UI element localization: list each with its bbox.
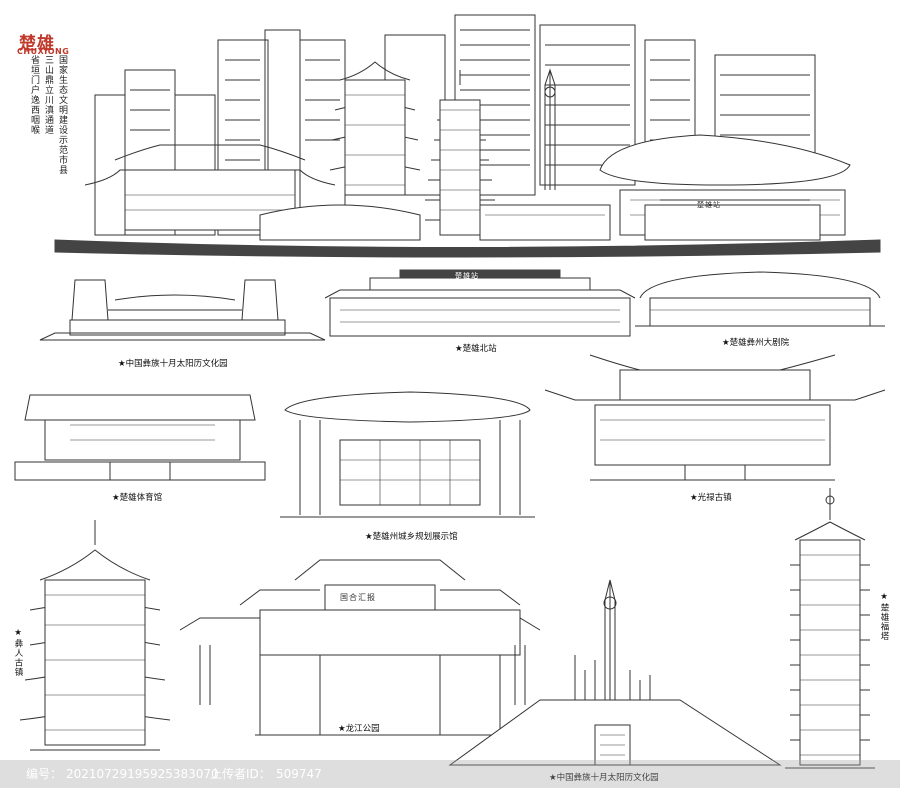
footer-id-label: 编号： [26,767,63,781]
slogan-column-3: 省垣门户逸西咽喉 [29,55,39,135]
label-yi-culture-park-top: ★中国彝族十月太阳历文化园 [118,359,228,369]
station-sign: 楚雄站 [697,201,721,209]
label-fu-pagoda: ★楚雄福塔 [879,592,889,641]
chuxiong-north-station [324,269,636,337]
label-grand-theatre: ★楚雄彝州大剧院 [722,338,790,348]
label-yi-culture-park-bottom: ★中国彝族十月太阳历文化园 [549,773,659,783]
fu-pagoda [785,488,875,769]
label-gymnasium: ★楚雄体育馆 [112,493,163,503]
label-north-station: ★楚雄北站 [455,344,497,354]
footer-uploader-value: 509747 [276,767,322,781]
label-planning-hall: ★楚雄州城乡规划展示馆 [365,532,458,542]
label-yiren-town: ★彝人古镇 [13,628,23,677]
city-title-english: CHUXIONG [17,47,70,56]
watermark-footer: 编号： 20210729195925383070 上传者ID： 509747 [0,760,900,788]
yi-culture-park-top [39,279,326,341]
gate-sign: 国合汇报 [340,593,376,602]
gymnasium [14,394,266,481]
slogan-column-2: 三山鼎立川滇通道 [43,55,53,135]
longjiang-park-gate [179,559,541,736]
yi-grand-theatre [635,271,885,327]
slogan-column-1: 国家生态文明建设示范市县 [57,55,67,175]
footer-uploader-label: 上传者ID： [210,767,271,781]
yiren-town-pavilion [19,520,171,751]
north-station-sign: 楚雄站 [455,272,479,280]
footer-id-value: 20210729195925383070 [66,767,219,781]
yi-culture-park-bottom [448,579,782,766]
planning-hall [280,391,535,518]
label-guanglu-town: ★光禄古镇 [690,493,732,503]
skyline-panorama [54,14,881,258]
city-title-chinese: 楚雄 [19,34,55,54]
guanglu-town [544,354,886,481]
label-longjiang-park: ★龙江公园 [338,724,380,734]
